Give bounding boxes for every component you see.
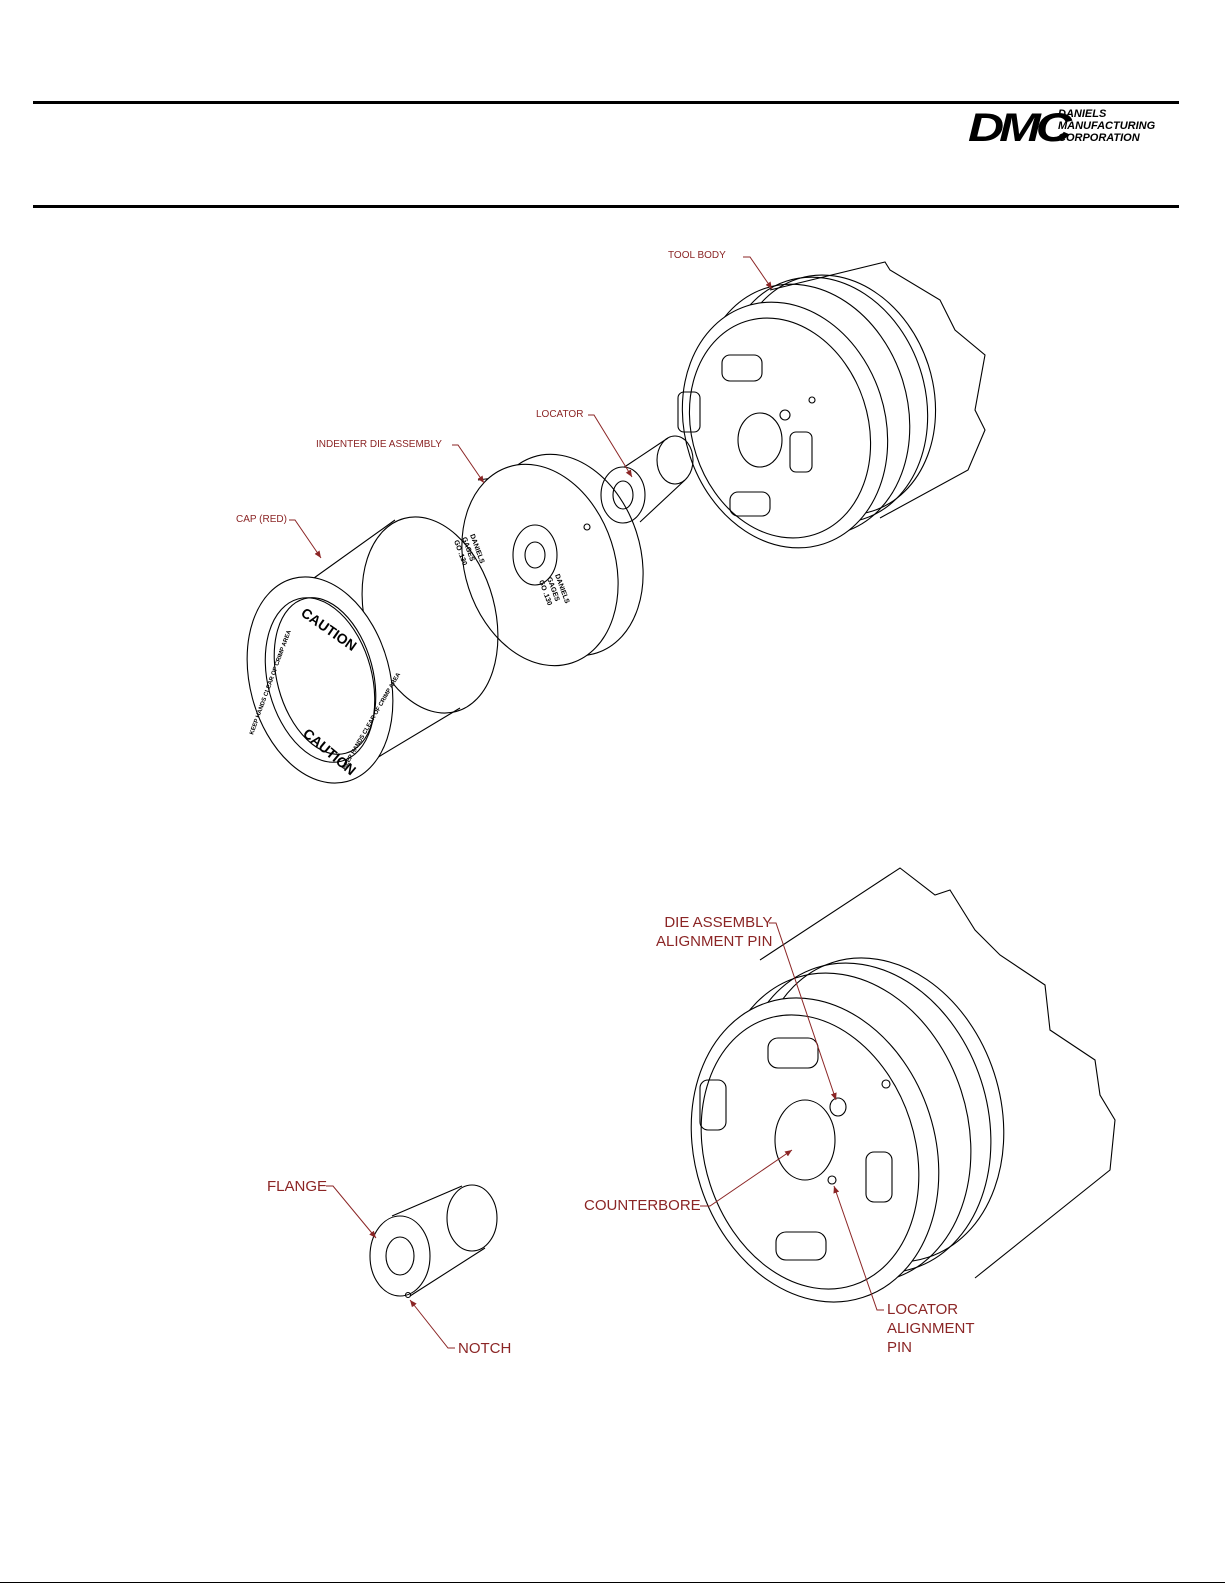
logo-line: MANUFACTURING <box>1058 120 1156 132</box>
label-flange: FLANGE <box>267 1178 328 1195</box>
logo-mark: DMC <box>968 106 1072 150</box>
label-locator: LOCATOR <box>536 409 584 420</box>
label-die-assembly-alignment-pin: DIE ASSEMBLY ALIGNMENT PIN <box>656 913 772 951</box>
tool-body-bottom <box>690 867 1116 1303</box>
leader-counterbore <box>700 1149 793 1207</box>
label-notch: NOTCH <box>458 1340 512 1357</box>
dmc-logo: DMC DANIELS MANUFACTURING CORPORATION <box>968 104 1158 150</box>
label-cap: CAP (RED) <box>236 514 287 525</box>
leader-locator-pin <box>833 1185 884 1311</box>
tool-body-top <box>677 261 986 549</box>
header-top-rule <box>33 101 1179 104</box>
cap-red <box>246 516 499 784</box>
leader-locator <box>588 414 633 478</box>
leader-flange <box>326 1185 377 1239</box>
label-tool-body: TOOL BODY <box>668 250 726 261</box>
locator-bottom <box>369 1184 498 1299</box>
label-line: ALIGNMENT PIN <box>656 933 773 950</box>
leader-indenter-die <box>452 444 485 484</box>
logo-company-name: DANIELS MANUFACTURING CORPORATION <box>1058 108 1155 144</box>
label-line: DIE ASSEMBLY <box>664 914 773 931</box>
header-bottom-rule <box>33 205 1179 208</box>
label-locator-alignment-pin: LOCATOR ALIGNMENT PIN <box>887 1300 975 1357</box>
locator-top <box>600 435 694 524</box>
label-counterbore: COUNTERBORE <box>584 1197 701 1214</box>
label-line: ALIGNMENT <box>887 1320 975 1337</box>
leader-cap <box>289 519 322 559</box>
indenter-die-assembly <box>461 453 644 667</box>
logo-line: DANIELS <box>1058 108 1107 120</box>
leader-die-pin <box>769 922 837 1101</box>
label-line: PIN <box>887 1339 913 1356</box>
page-bottom-rule <box>0 1582 1225 1583</box>
leader-notch <box>409 1299 455 1349</box>
leader-tool-body <box>743 256 773 290</box>
label-indenter-die-assembly: INDENTER DIE ASSEMBLY <box>316 439 442 450</box>
logo-line: CORPORATION <box>1058 132 1140 144</box>
label-line: LOCATOR <box>887 1301 959 1318</box>
leader-lines <box>289 256 884 1349</box>
